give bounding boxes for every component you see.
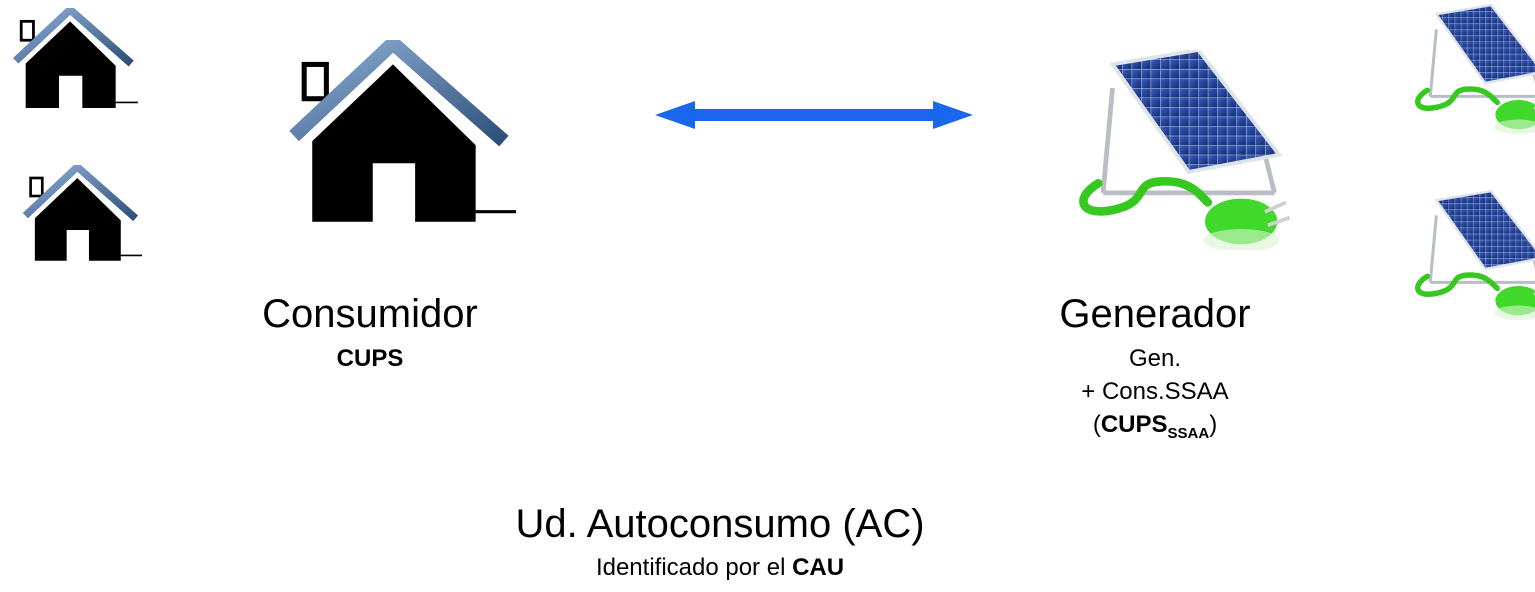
cups-subscript: SSAA bbox=[1167, 425, 1210, 442]
consumer-title: Consumidor bbox=[262, 292, 478, 336]
house-icon-small-top bbox=[10, 8, 138, 108]
generator-ssaa-line: + Cons.SSAA bbox=[1081, 378, 1229, 405]
house-icon-small-bottom bbox=[20, 165, 142, 261]
unit-subtitle: Identificado por el CAU bbox=[420, 553, 1020, 583]
paren-close: ) bbox=[1209, 411, 1218, 438]
consumer-cups-label: CUPS bbox=[336, 345, 404, 372]
unit-subtitle-prefix: Identificado por el bbox=[595, 554, 793, 581]
generator-solar-panel-icon bbox=[1068, 50, 1300, 250]
solar-panel-icon-small-top bbox=[1412, 4, 1535, 134]
generator-gen-line: Gen. bbox=[1128, 345, 1182, 372]
solar-panel-icon-small-bottom bbox=[1412, 190, 1535, 320]
cups-main: CUPS bbox=[1100, 411, 1168, 438]
generator-title: Generador bbox=[1059, 292, 1251, 336]
unit-title: Ud. Autoconsumo (AC) bbox=[515, 502, 925, 546]
generator-cups-ssaa-label: (CUPSSSAA) bbox=[1010, 410, 1300, 443]
unit-subtitle-cau: CAU bbox=[792, 554, 845, 581]
double-headed-arrow-icon bbox=[655, 100, 973, 130]
paren-open: ( bbox=[1092, 411, 1101, 438]
consumer-house-icon bbox=[284, 40, 516, 222]
